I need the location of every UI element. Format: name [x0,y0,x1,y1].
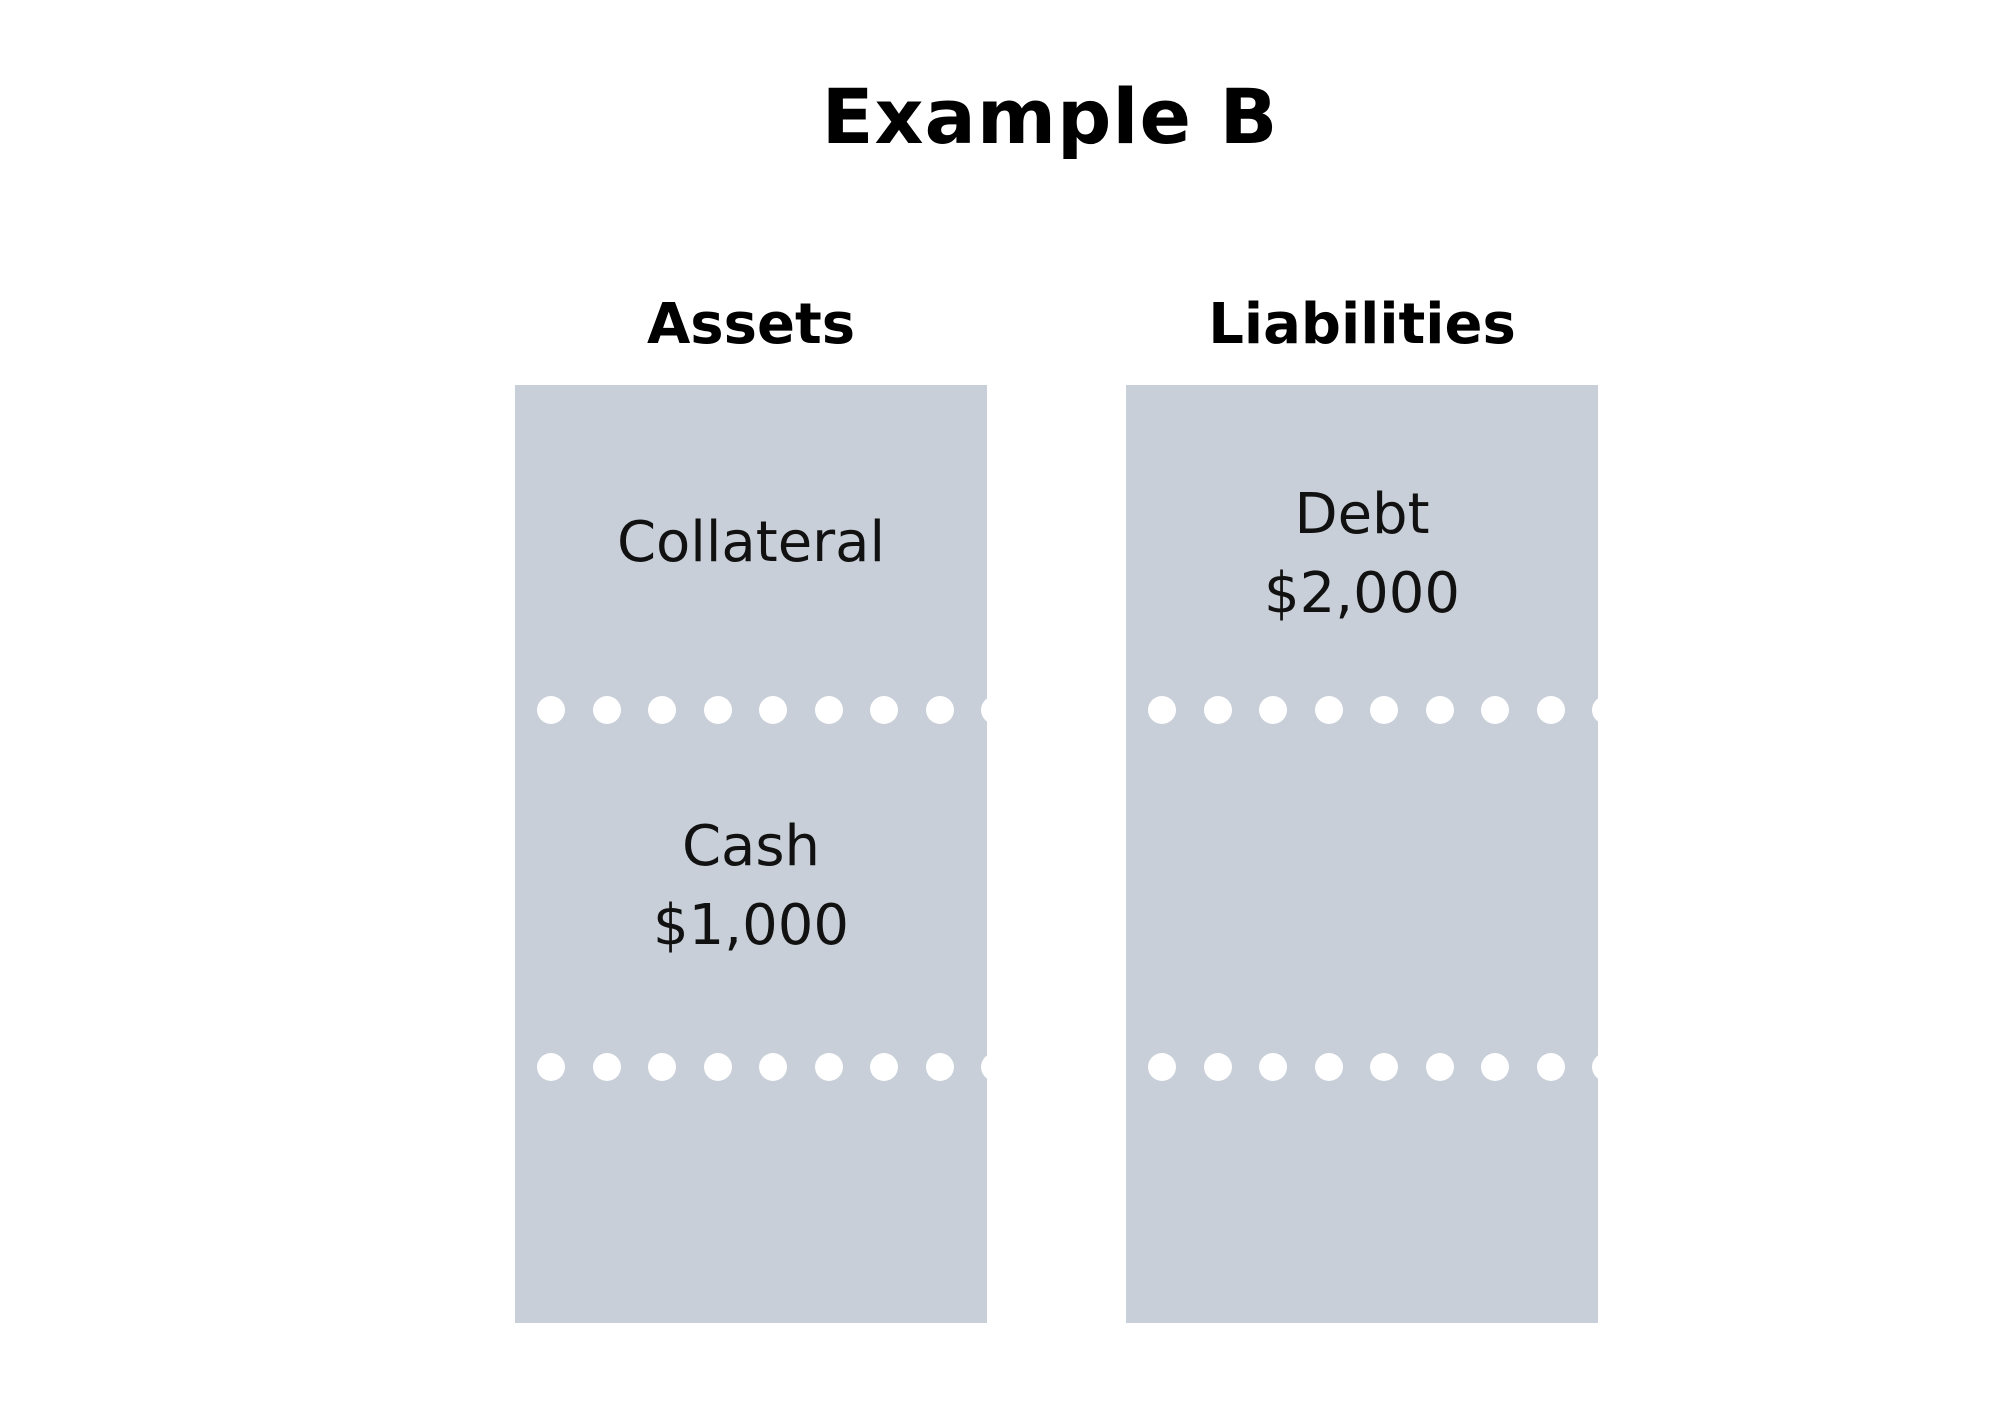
assets-cell-collateral: Collateral [515,503,987,582]
liabilities-panel-background [1126,385,1598,1323]
divider-dot [1314,696,1343,724]
divider-dot [537,696,565,724]
divider-dot [870,1053,898,1081]
divider-dot [925,1053,954,1081]
divider-dot [703,696,732,724]
liabilities-panel: Debt $2,000 [1126,385,1598,1323]
divider-dot [1481,696,1509,724]
divider-dot [1370,1053,1398,1081]
divider-dot [1592,696,1598,724]
divider-dot [1259,696,1287,724]
divider-dot [1314,1053,1343,1081]
divider-dot [1370,696,1398,724]
divider-dot [1592,1053,1598,1081]
divider-dot [814,696,843,724]
divider-dot [1203,696,1232,724]
divider-dot [1425,1053,1454,1081]
assets-cell-cash: Cash $1,000 [515,807,987,965]
divider-dot [592,696,621,724]
divider-dot [648,696,676,724]
liabilities-divider-2 [1126,1051,1598,1083]
cell-value: $2,000 [1264,561,1460,626]
divider-dot [648,1053,676,1081]
divider-dot [537,1053,565,1081]
divider-dot [1148,1053,1176,1081]
divider-dot [592,1053,621,1081]
divider-dot [981,696,987,724]
cell-label: Debt [1294,482,1430,547]
divider-dot [703,1053,732,1081]
assets-heading: Assets [646,292,856,357]
divider-dot [1259,1053,1287,1081]
divider-dot [1203,1053,1232,1081]
divider-dot [1481,1053,1509,1081]
divider-dot [814,1053,843,1081]
divider-dot [981,1053,987,1081]
assets-panel-background [515,385,987,1323]
liabilities-heading: Liabilities [1208,292,1516,357]
divider-dot [759,696,787,724]
assets-divider-1 [515,694,987,726]
assets-divider-2 [515,1051,987,1083]
divider-dot [1536,1053,1565,1081]
assets-panel: Collateral Cash $1,000 [515,385,987,1323]
liabilities-cell-debt: Debt $2,000 [1126,475,1598,633]
cell-label: Cash [681,814,821,879]
divider-dot [1536,696,1565,724]
divider-dot [925,696,954,724]
cell-value: $1,000 [653,893,849,958]
divider-dot [759,1053,787,1081]
cell-label: Collateral [616,510,886,575]
liabilities-divider-1 [1126,694,1598,726]
divider-dot [870,696,898,724]
divider-dot [1148,696,1176,724]
diagram-title: Example B [821,72,1279,161]
divider-dot [1425,696,1454,724]
